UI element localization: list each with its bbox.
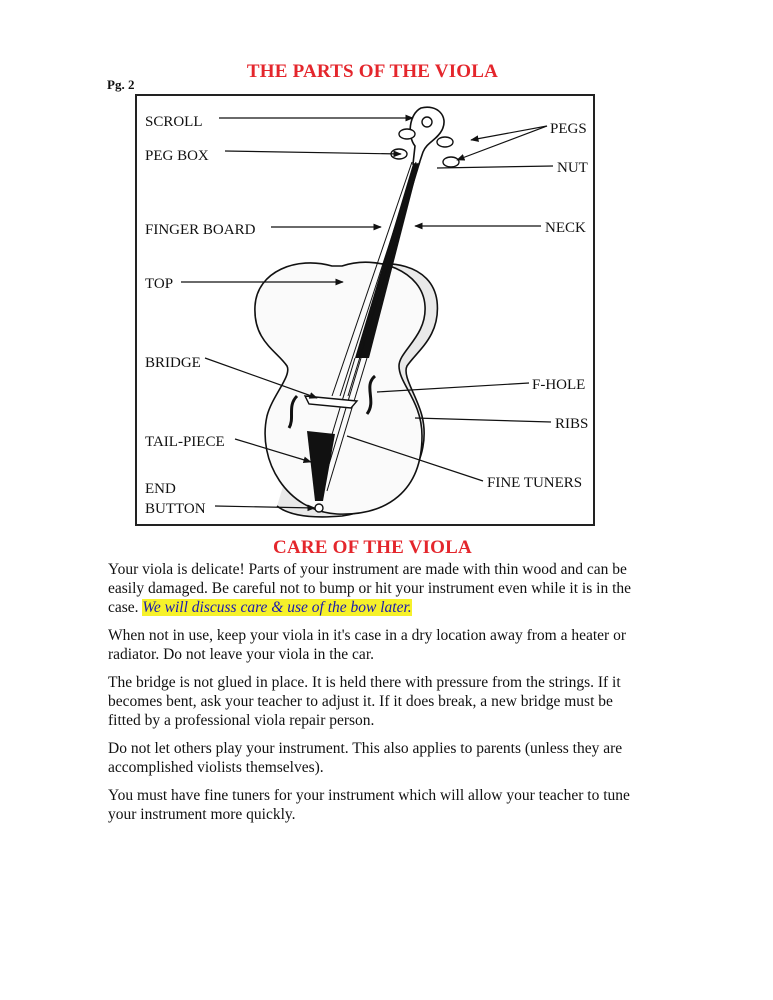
- label-nut: NUT: [557, 160, 588, 176]
- label-button: BUTTON: [145, 501, 206, 517]
- end-button: [314, 503, 324, 513]
- label-end: END: [145, 481, 176, 497]
- care-text: Your viola is delicate! Parts of your in…: [108, 560, 648, 833]
- tail-piece: [307, 431, 335, 501]
- care-title: CARE OF THE VIOLA: [273, 537, 472, 558]
- line-fine-tuners: [346, 435, 484, 482]
- arrow-end-button: [214, 504, 316, 512]
- f-hole-right: [365, 374, 377, 415]
- label-f-hole: F-HOLE: [532, 377, 585, 393]
- label-fine-tuners: FINE TUNERS: [487, 475, 582, 491]
- paragraph-5: You must have fine tuners for your instr…: [108, 787, 630, 823]
- arrow-tail-piece: [234, 438, 312, 464]
- label-pegs: PEGS: [550, 121, 587, 137]
- bridge: [303, 395, 359, 409]
- parts-title: THE PARTS OF THE VIOLA: [246, 61, 499, 82]
- label-top: TOP: [145, 276, 173, 292]
- paragraph-2: When not in use, keep your viola in it's…: [108, 627, 626, 663]
- arrow-bridge: [204, 357, 318, 399]
- line-f-hole: [376, 382, 530, 393]
- label-finger-board: FINGER BOARD: [145, 222, 256, 238]
- paragraph-1-text: Your viola is delicate! Parts of your in…: [108, 561, 632, 616]
- label-neck: NECK: [545, 220, 586, 236]
- paragraph-1: Your viola is delicate! Parts of your in…: [108, 560, 648, 617]
- viola-neck: [331, 106, 460, 397]
- f-hole-left: [287, 394, 299, 429]
- highlighted-note: We will discuss care & use of the bow la…: [142, 599, 412, 616]
- paragraph-4: Do not let others play your instrument. …: [108, 740, 623, 776]
- line-nut: [436, 165, 554, 169]
- viola-illustration: SCROLL PEG BOX FINGER BOARD TOP BRIDGE T…: [145, 106, 588, 518]
- viola-diagram: SCROLL PEG BOX FINGER BOARD TOP BRIDGE T…: [135, 94, 595, 526]
- page-number: Pg. 2: [107, 77, 135, 92]
- label-tail-piece: TAIL-PIECE: [145, 434, 225, 450]
- label-scroll: SCROLL: [145, 114, 203, 130]
- label-peg-box: PEG BOX: [145, 148, 209, 164]
- arrow-pegs-2: [456, 125, 548, 161]
- arrow-pegs-1: [470, 125, 548, 142]
- arrow-peg-box: [224, 150, 402, 158]
- line-ribs: [414, 417, 552, 423]
- label-ribs: RIBS: [555, 416, 588, 432]
- paragraph-3: The bridge is not glued in place. It is …: [108, 674, 621, 729]
- label-bridge: BRIDGE: [145, 355, 201, 371]
